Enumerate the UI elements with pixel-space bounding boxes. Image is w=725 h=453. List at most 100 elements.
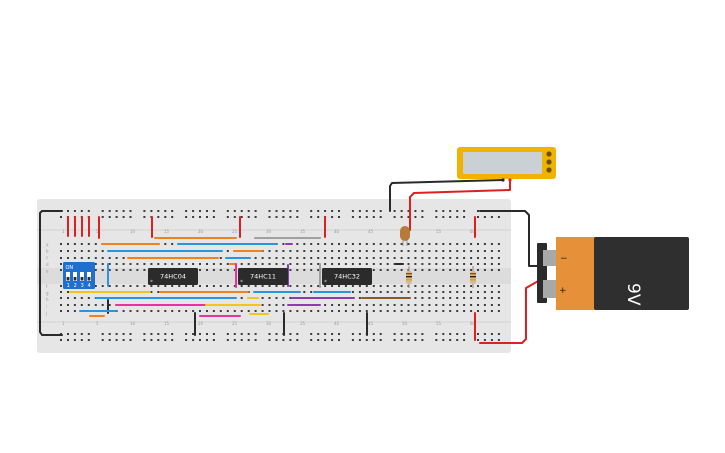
rail-hole bbox=[240, 216, 243, 218]
dip-switch-toggle-1[interactable] bbox=[66, 272, 70, 281]
terminal-hole bbox=[338, 257, 340, 259]
rail-hole bbox=[296, 339, 299, 341]
terminal-hole bbox=[268, 310, 271, 312]
dip-switch-toggle-4[interactable] bbox=[87, 272, 91, 281]
terminal-hole bbox=[289, 269, 292, 271]
terminal-hole bbox=[212, 269, 215, 271]
terminal-hole bbox=[351, 257, 354, 259]
dip-switch-number: 1 bbox=[67, 283, 70, 289]
row-letter: g bbox=[46, 291, 49, 296]
terminal-hole bbox=[73, 257, 76, 259]
terminal-hole bbox=[365, 250, 368, 252]
terminal-hole bbox=[414, 297, 417, 299]
dip-switch-toggle-3[interactable] bbox=[80, 272, 84, 281]
led-body[interactable] bbox=[400, 226, 410, 241]
terminal-hole bbox=[296, 250, 299, 252]
rail-hole bbox=[379, 210, 382, 212]
terminal-hole bbox=[421, 263, 424, 265]
rail-hole bbox=[338, 333, 340, 335]
row-letter: c bbox=[46, 255, 48, 260]
rail-hole bbox=[122, 339, 125, 341]
dip-switch-body[interactable] bbox=[63, 262, 95, 289]
rail-hole bbox=[164, 216, 167, 218]
terminal-hole bbox=[247, 285, 250, 287]
rail-hole bbox=[289, 210, 292, 212]
terminal-hole bbox=[442, 243, 445, 245]
dip-switch-toggle-2[interactable] bbox=[73, 272, 77, 281]
terminal-hole bbox=[351, 304, 354, 306]
rail-hole bbox=[463, 210, 466, 212]
rail-hole bbox=[324, 333, 327, 335]
rail-hole bbox=[497, 333, 500, 335]
terminal-hole bbox=[275, 250, 278, 252]
terminal-hole bbox=[497, 269, 500, 271]
terminal-hole bbox=[60, 285, 62, 287]
terminal-hole bbox=[303, 263, 306, 265]
terminal-hole bbox=[108, 257, 111, 259]
dip-switch-number: 2 bbox=[74, 283, 77, 289]
multimeter-knob-icon[interactable] bbox=[546, 151, 552, 157]
battery-9v[interactable]: −+9V bbox=[537, 237, 689, 310]
rail-hole bbox=[442, 216, 445, 218]
resistor-body[interactable] bbox=[470, 271, 476, 284]
rail-hole bbox=[185, 216, 188, 218]
terminal-hole bbox=[483, 304, 486, 306]
terminal-hole bbox=[351, 250, 354, 252]
multimeter-knob-icon[interactable] bbox=[546, 159, 552, 165]
rail-hole bbox=[129, 339, 132, 341]
terminal-hole bbox=[324, 263, 327, 265]
terminal-hole bbox=[60, 310, 62, 312]
terminal-hole bbox=[157, 263, 160, 265]
terminal-hole bbox=[101, 269, 104, 271]
column-number: 55 bbox=[436, 321, 442, 326]
terminal-hole bbox=[344, 285, 347, 287]
ic-chip-body[interactable] bbox=[238, 268, 288, 285]
terminal-hole bbox=[379, 257, 382, 259]
resistor-1[interactable] bbox=[406, 266, 412, 288]
rail-hole bbox=[463, 339, 466, 341]
led[interactable] bbox=[400, 226, 410, 246]
resistor-body[interactable] bbox=[406, 271, 412, 284]
resistor-2[interactable] bbox=[470, 266, 476, 288]
rail-hole bbox=[254, 339, 257, 341]
rail-hole bbox=[226, 339, 229, 341]
rail-hole bbox=[122, 333, 125, 335]
terminal-hole bbox=[442, 297, 445, 299]
rail-hole bbox=[477, 333, 479, 335]
rail-hole bbox=[497, 339, 500, 341]
rail-hole bbox=[199, 216, 201, 218]
ic-chip-u2[interactable]: 74HC11 bbox=[238, 268, 288, 285]
terminal-hole bbox=[477, 263, 479, 265]
rail-hole bbox=[331, 210, 334, 212]
terminal-hole bbox=[470, 269, 473, 271]
battery-body[interactable] bbox=[594, 237, 689, 310]
terminal-hole bbox=[296, 310, 299, 312]
terminal-hole bbox=[358, 285, 361, 287]
terminal-hole bbox=[101, 257, 104, 259]
ic-chip-body[interactable] bbox=[322, 268, 372, 285]
terminal-hole bbox=[442, 269, 445, 271]
terminal-hole bbox=[143, 310, 146, 312]
terminal-hole bbox=[80, 250, 83, 252]
terminal-hole bbox=[449, 250, 452, 252]
terminal-hole bbox=[254, 257, 257, 259]
rail-hole bbox=[87, 210, 90, 212]
rail-hole bbox=[442, 339, 445, 341]
terminal-hole bbox=[456, 310, 459, 312]
multimeter[interactable] bbox=[457, 147, 556, 182]
terminal-hole bbox=[365, 263, 368, 265]
rail-hole bbox=[233, 333, 236, 335]
ic-chip-u1[interactable]: 74HC04 bbox=[148, 268, 198, 285]
column-number: 15 bbox=[164, 321, 170, 326]
terminal-hole bbox=[483, 310, 486, 312]
terminal-hole bbox=[150, 263, 153, 265]
terminal-hole bbox=[379, 250, 382, 252]
terminal-hole bbox=[331, 310, 334, 312]
terminal-hole bbox=[358, 263, 361, 265]
rail-hole bbox=[379, 216, 382, 218]
terminal-hole bbox=[67, 291, 69, 293]
ic-chip-body[interactable] bbox=[148, 268, 198, 285]
multimeter-knob-icon[interactable] bbox=[546, 167, 552, 173]
ic-chip-u3[interactable]: 74HC32 bbox=[322, 268, 372, 285]
